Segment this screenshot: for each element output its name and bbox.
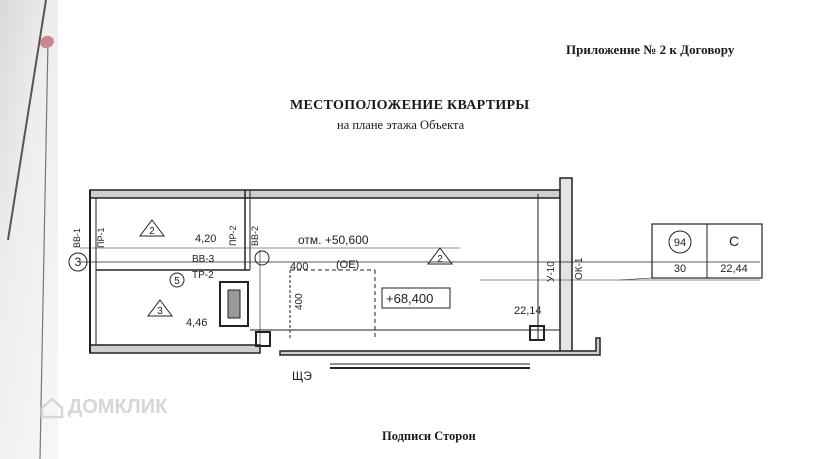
floor-plan: 3 2 2 3 5 отм. +50,600 +68,400 4,20 4,46… bbox=[68, 177, 763, 383]
elevation-marker: +68,400 bbox=[386, 291, 433, 306]
plan-tag: ОК-1 bbox=[574, 257, 585, 280]
appendix-header: Приложение № 2 к Договору bbox=[566, 42, 735, 57]
stamp-section: С bbox=[729, 233, 739, 249]
house-icon bbox=[40, 396, 64, 418]
dimension-label: 400 bbox=[294, 293, 305, 310]
dimension-label: 22,14 bbox=[514, 305, 542, 317]
elevation-note: отм. +50,600 bbox=[298, 233, 369, 247]
dimension-label: 4,20 bbox=[195, 233, 216, 245]
stamp-apartment-number: 94 bbox=[674, 237, 686, 249]
plan-walls bbox=[68, 177, 763, 369]
plan-tag: (ОЕ) bbox=[336, 259, 359, 271]
plan-tag: ПР-2 bbox=[228, 226, 238, 246]
signatures-label: Подписи Сторон bbox=[382, 429, 476, 443]
plan-tag: У-10 bbox=[546, 261, 557, 282]
dimension-label: 4,46 bbox=[186, 317, 207, 329]
watermark-text: ДОМКЛИК bbox=[68, 396, 168, 418]
paper-fold-edge bbox=[7, 0, 49, 459]
stamp-floor: 30 bbox=[674, 263, 686, 275]
plan-tag: ЩЭ bbox=[292, 369, 312, 383]
room-number: 2 bbox=[149, 226, 155, 237]
document-title: МЕСТОПОЛОЖЕНИЕ КВАРТИРЫ bbox=[290, 98, 530, 113]
plan-tag: ПР-1 bbox=[96, 228, 106, 248]
stamp-area: 22,44 bbox=[720, 263, 748, 275]
plan-tag: ВВ-1 bbox=[72, 228, 82, 248]
document-subtitle: на плане этажа Объекта bbox=[337, 118, 465, 132]
axis-label: 3 bbox=[75, 255, 82, 269]
room-number: 2 bbox=[437, 254, 443, 265]
dimension-label: 400 bbox=[290, 261, 308, 273]
plan-tag: ВВ-3 bbox=[192, 254, 215, 265]
room-number: 3 bbox=[157, 306, 163, 317]
plan-tag: ТР-2 bbox=[192, 270, 214, 281]
room-number: 5 bbox=[174, 276, 180, 287]
watermark: ДОМКЛИК bbox=[40, 396, 167, 419]
plan-tag: ВВ-2 bbox=[250, 226, 260, 246]
